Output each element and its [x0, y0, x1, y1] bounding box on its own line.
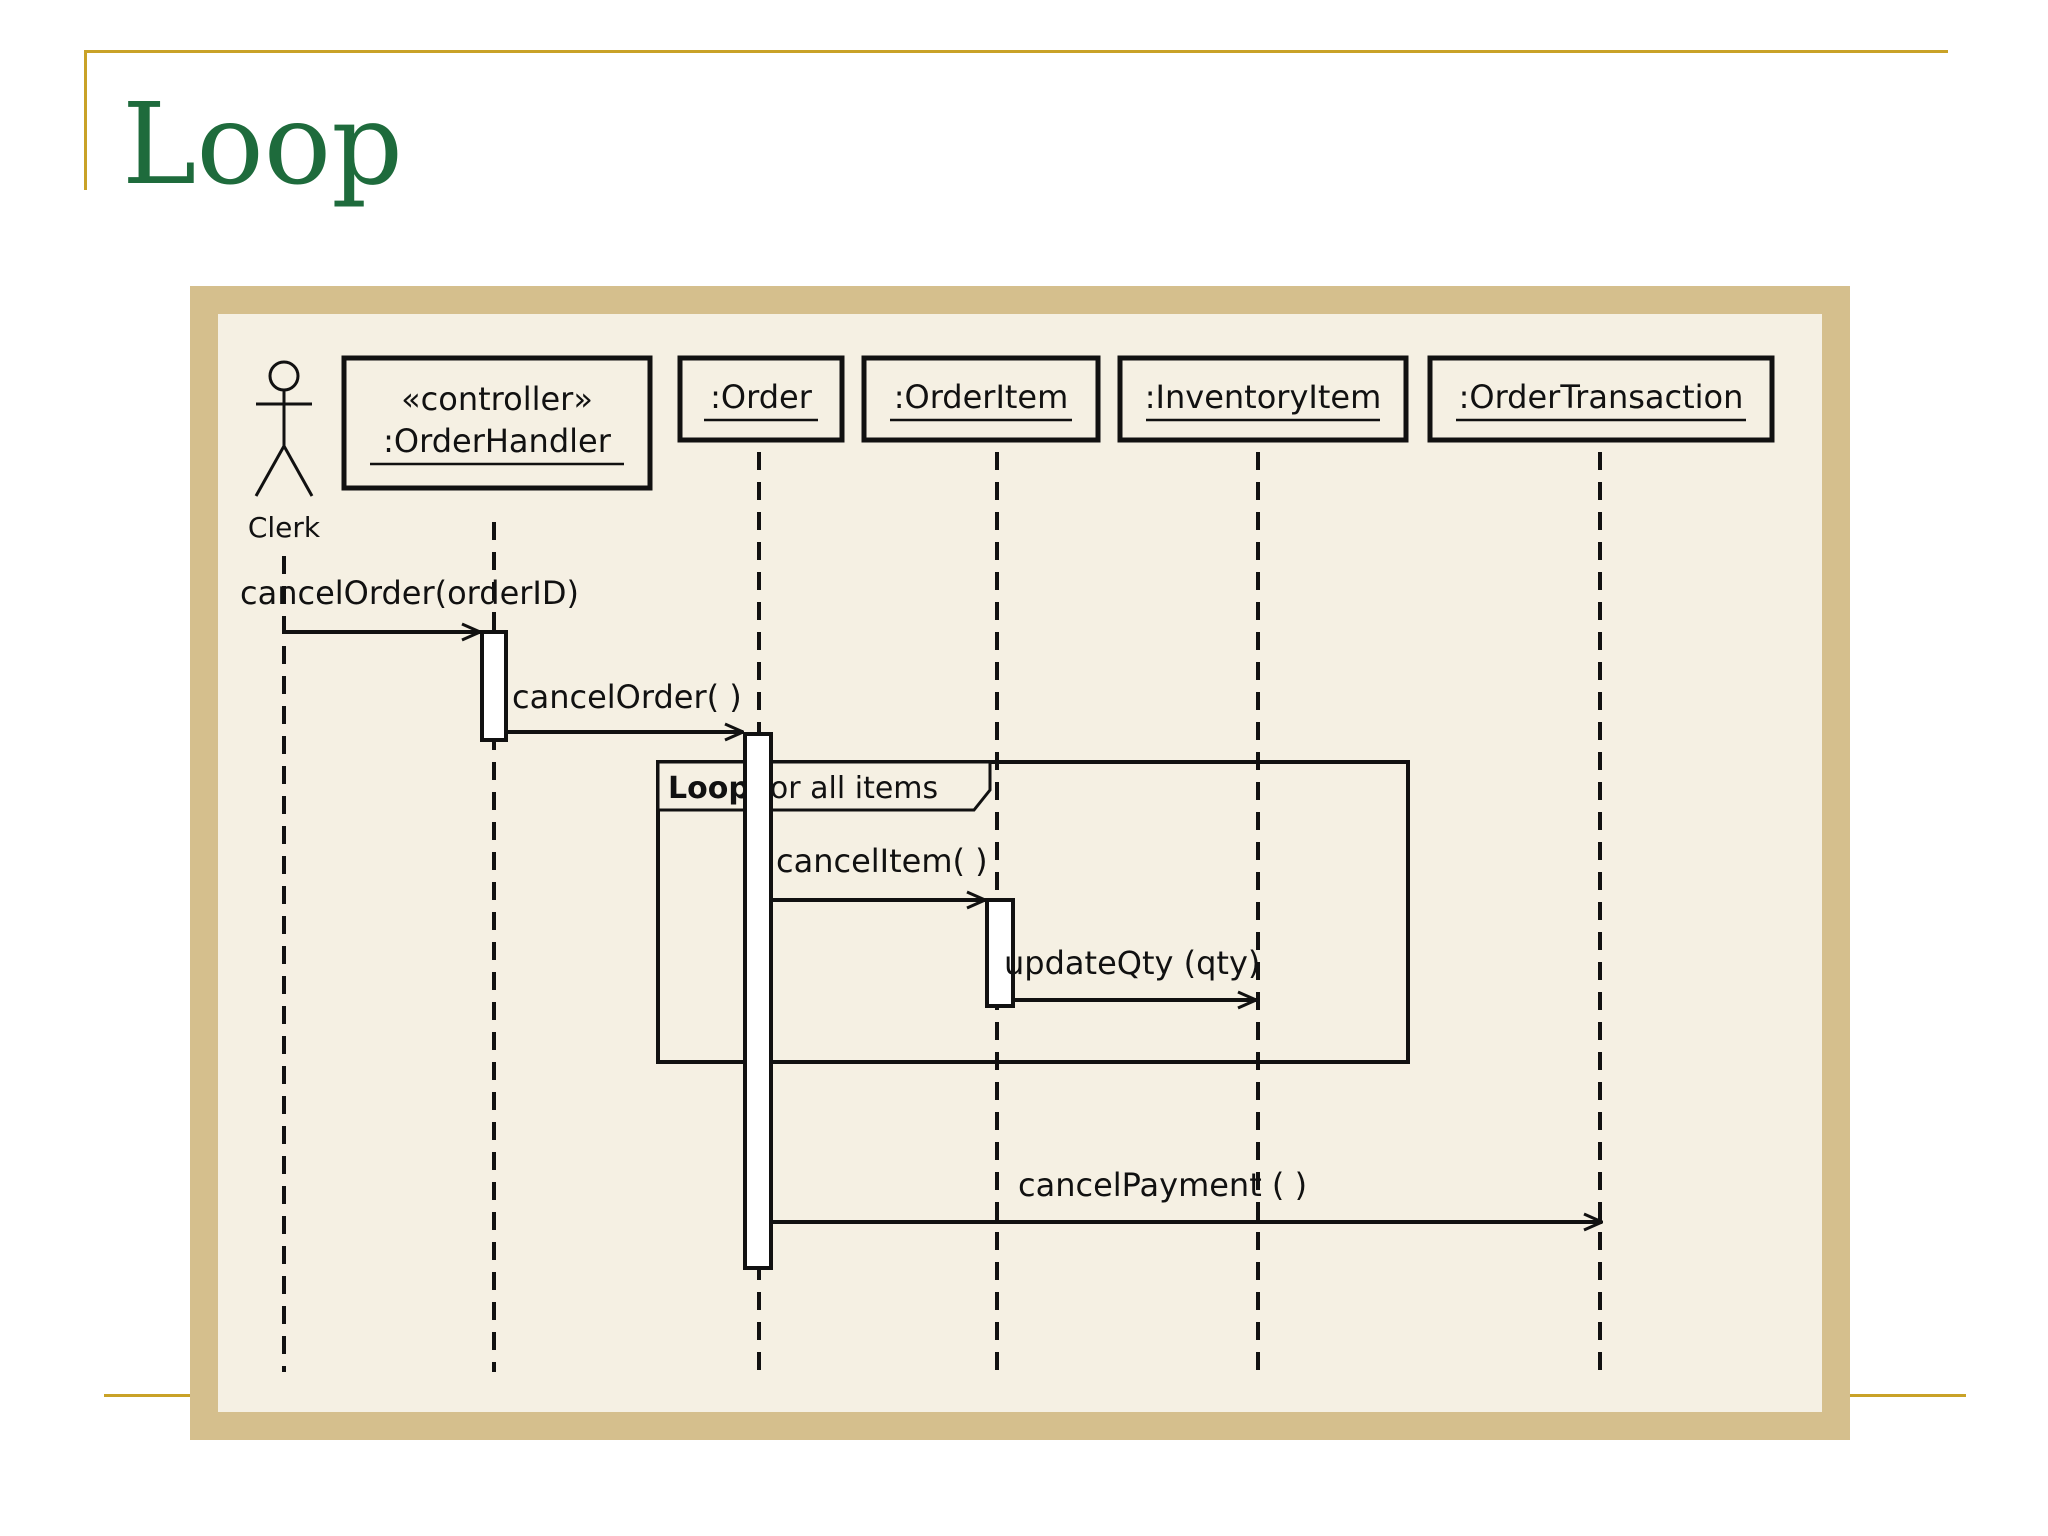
message-label-cancel-order-id: cancelOrder(orderID) — [240, 574, 579, 612]
participant-order-transaction-box — [1427, 355, 1775, 443]
message-label-cancel-payment: cancelPayment ( ) — [1018, 1166, 1307, 1204]
actor-label: Clerk — [248, 511, 321, 544]
participant-order-name: :Order — [710, 378, 813, 416]
participant-order-box — [677, 355, 845, 443]
message-label-update-qty: updateQty (qty) — [1004, 944, 1260, 982]
participant-order-item-name: :OrderItem — [894, 378, 1069, 416]
accent-bottom-left-line — [104, 1394, 224, 1397]
loop-fragment-frame — [656, 760, 1410, 1064]
activation-order — [743, 732, 773, 1270]
participant-stereotype: «controller» — [401, 380, 593, 418]
participant-inventory-item-box — [1117, 355, 1409, 443]
activation-order-item — [985, 898, 1015, 1008]
message-label-cancel-item: cancelItem( ) — [776, 842, 988, 880]
diagram-canvas — [218, 314, 1822, 1412]
participant-inventory-item-name: :InventoryItem — [1145, 378, 1381, 416]
accent-bottom-right-line — [1826, 1394, 1966, 1397]
slide-title: Loop — [122, 80, 403, 210]
activation-order-handler — [480, 630, 508, 742]
participant-order-handler-box — [341, 355, 653, 491]
loop-operator: Loop for all items — [668, 771, 938, 806]
actor-stick-figure — [254, 360, 314, 497]
loop-operator-keyword: Loop — [668, 771, 750, 806]
accent-top-line — [84, 50, 1948, 53]
participant-order-item-box — [861, 355, 1101, 443]
loop-fragment-tab — [656, 760, 992, 812]
message-label-cancel-order: cancelOrder( ) — [512, 678, 742, 716]
participant-order-transaction-name: :OrderTransaction — [1459, 378, 1744, 416]
accent-left-line — [84, 50, 87, 190]
participant-order-handler-name: :OrderHandler — [383, 422, 612, 460]
loop-guard: for all items — [759, 771, 938, 806]
